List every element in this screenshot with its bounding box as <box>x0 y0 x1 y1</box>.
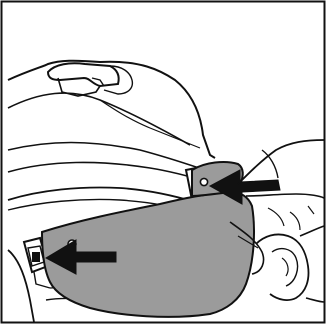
visor-right-hole-icon <box>200 178 207 185</box>
